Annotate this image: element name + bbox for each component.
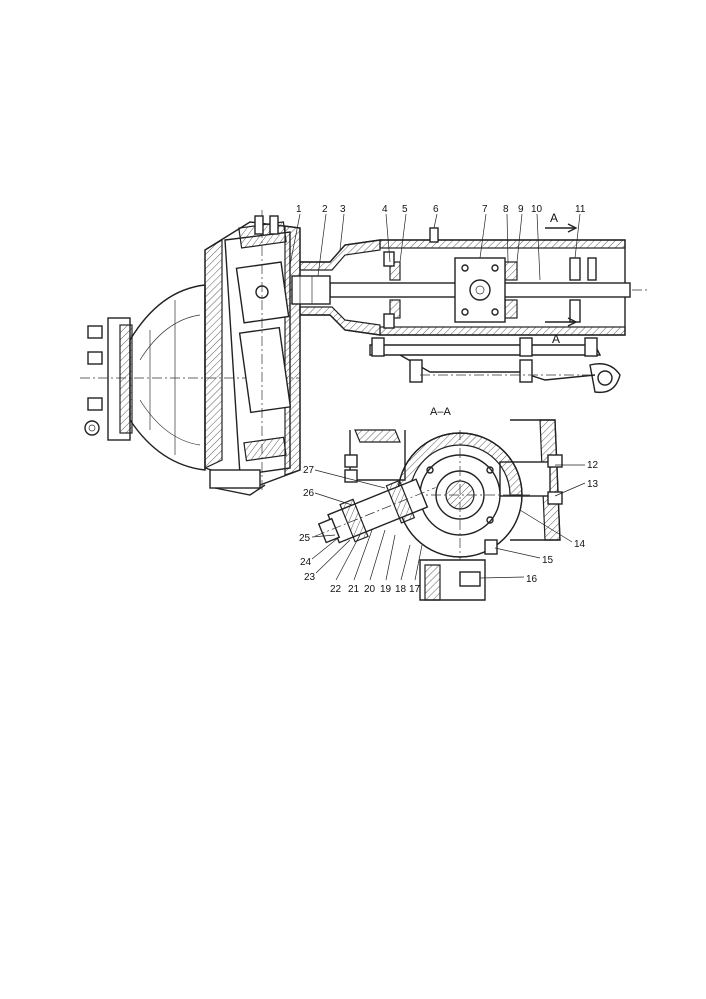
section-mark: A A <box>545 211 578 346</box>
callout-21: 21 <box>348 584 360 595</box>
callout-4: 4 <box>382 204 388 215</box>
callout-3: 3 <box>340 204 346 215</box>
section-a-a <box>314 419 563 601</box>
axle-housing <box>290 227 650 336</box>
section-title: A–A <box>430 406 451 418</box>
callout-19: 19 <box>380 584 392 595</box>
callouts: 1 2 3 4 5 6 7 8 9 10 11 12 13 14 15 16 1… <box>289 204 599 595</box>
callout-26: 26 <box>303 488 315 499</box>
main-axle-section: A A <box>80 210 650 496</box>
wheel-hub-flange <box>80 284 300 471</box>
callout-16: 16 <box>526 574 538 585</box>
callout-13: 13 <box>587 479 599 490</box>
callout-14: 14 <box>574 539 586 550</box>
callout-1: 1 <box>296 204 302 215</box>
callout-6: 6 <box>433 204 439 215</box>
callout-2: 2 <box>322 204 328 215</box>
section-marker-bottom: A <box>552 332 560 346</box>
callout-7: 7 <box>482 204 488 215</box>
section-marker-top: A <box>550 211 558 225</box>
callout-5: 5 <box>402 204 408 215</box>
callout-23: 23 <box>304 572 316 583</box>
callout-15: 15 <box>542 555 554 566</box>
callout-8: 8 <box>503 204 509 215</box>
callout-20: 20 <box>364 584 376 595</box>
callout-11: 11 <box>575 204 586 215</box>
callout-10: 10 <box>531 204 543 215</box>
lower-arm <box>369 337 621 394</box>
callout-18: 18 <box>395 584 407 595</box>
callout-27: 27 <box>303 465 315 476</box>
steering-knuckle <box>204 210 301 496</box>
callout-25: 25 <box>299 533 311 544</box>
callout-17: 17 <box>409 584 421 595</box>
callout-22: 22 <box>330 584 342 595</box>
callout-9: 9 <box>518 204 524 215</box>
callout-12: 12 <box>587 460 599 471</box>
callout-24: 24 <box>300 557 312 568</box>
